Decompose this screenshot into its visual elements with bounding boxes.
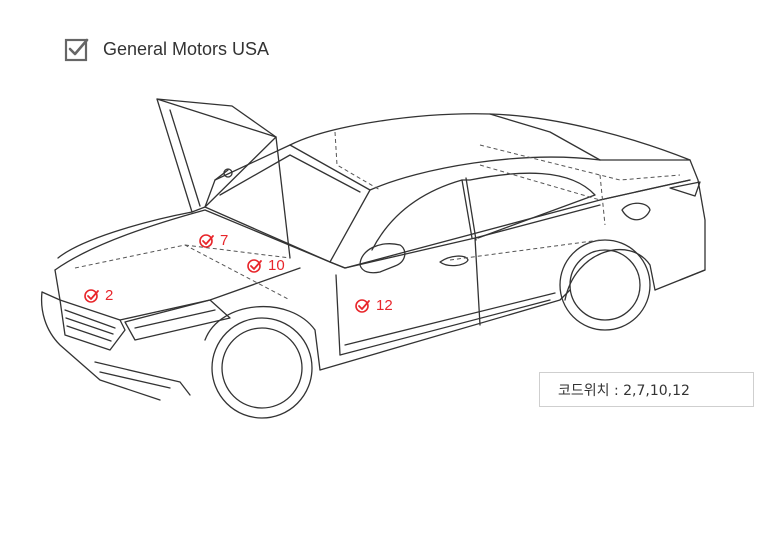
code-location-box: 코드위치 : 2,7,10,12 xyxy=(539,372,754,407)
page-title: General Motors USA xyxy=(103,38,270,59)
check-circle-icon xyxy=(84,288,99,303)
marker-12: 12 xyxy=(355,297,393,314)
marker-label: 7 xyxy=(220,232,229,249)
marker-7: 7 xyxy=(199,232,228,249)
marker-10: 10 xyxy=(247,257,285,274)
code-location-text: 코드위치 : 2,7,10,12 xyxy=(558,382,690,399)
page-header: General Motors USA xyxy=(64,36,269,62)
check-circle-icon xyxy=(355,298,370,313)
checkbox-checked-icon xyxy=(64,38,89,62)
marker-label: 12 xyxy=(376,297,393,314)
marker-label: 2 xyxy=(105,287,114,304)
marker-2: 2 xyxy=(84,287,113,304)
check-circle-icon xyxy=(247,258,262,273)
check-circle-icon xyxy=(199,233,214,248)
marker-label: 10 xyxy=(268,257,285,274)
